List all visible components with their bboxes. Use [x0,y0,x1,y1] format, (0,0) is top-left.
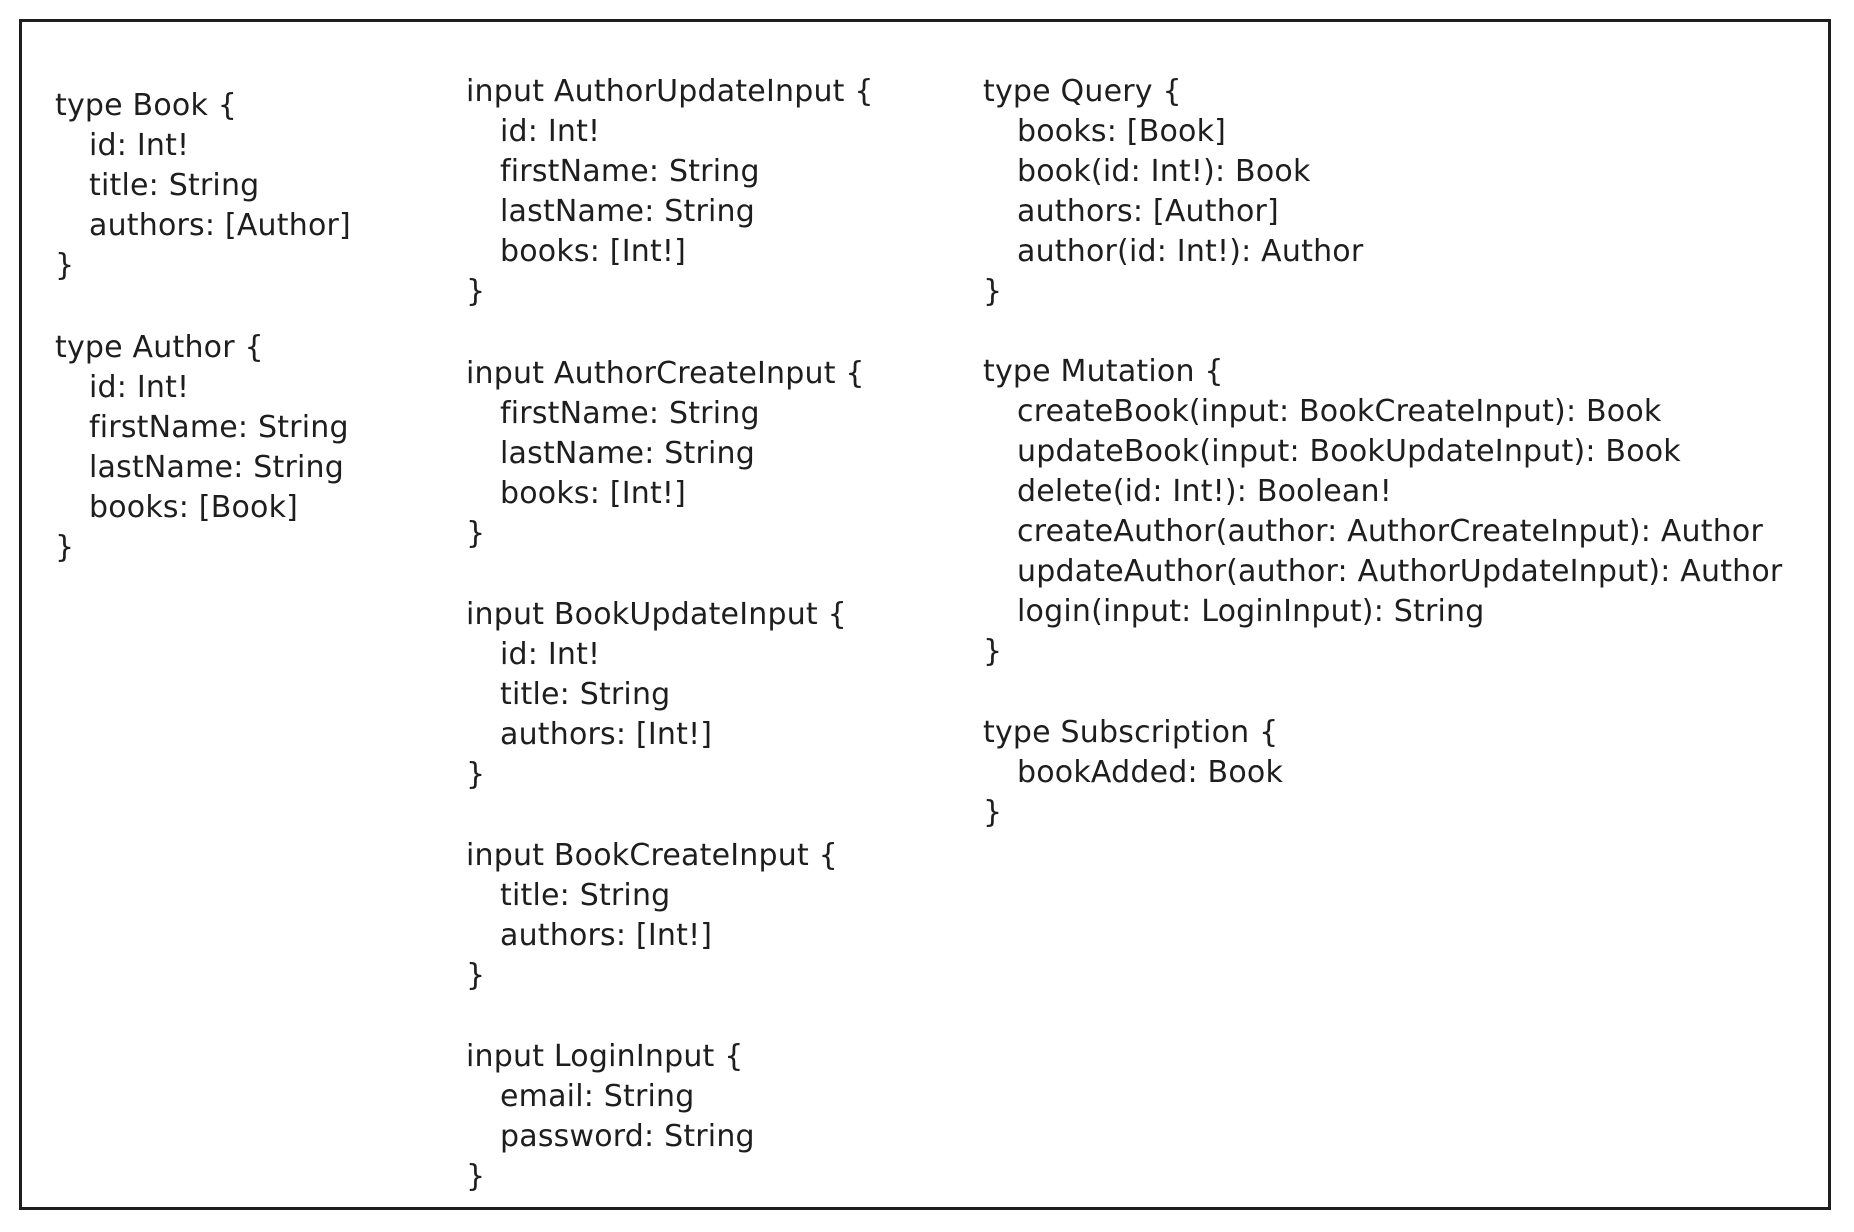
block-field: updateAuthor(author: AuthorUpdateInput):… [1017,554,1783,589]
block-field: title: String [500,677,671,712]
schema-block-query: type Query { books: [Book] book(id: Int!):… [983,72,1363,312]
block-close-brace: } [55,248,75,283]
block-header: type Subscription { [983,715,1279,750]
block-header: type Query { [983,74,1182,109]
diagram-frame [19,19,1831,1210]
block-field: authors: [Author] [1017,194,1279,229]
schema-block-author: type Author { id: Int! firstName: String la… [55,328,349,568]
block-field: email: String [500,1079,695,1114]
block-field: firstName: String [500,396,760,431]
block-header: input LoginInput { [466,1039,744,1074]
schema-block-book-update-input: input BookUpdateInput { id: Int! title: St… [466,595,847,795]
block-close-brace: } [466,516,486,551]
block-field: id: Int! [89,370,190,405]
block-field: lastName: String [500,194,755,229]
schema-block-author-create-input: input AuthorCreateInput { firstName: Stri… [466,354,865,554]
block-field: books: [Int!] [500,234,687,269]
block-header: input AuthorUpdateInput { [466,74,874,109]
block-field: createBook(input: BookCreateInput): Book [1017,394,1662,429]
block-header: input AuthorCreateInput { [466,356,865,391]
schema-block-book: type Book { id: Int! title: String authors:… [55,86,351,286]
block-close-brace: } [983,795,1003,830]
block-field: createAuthor(author: AuthorCreateInput):… [1017,514,1764,549]
block-field: book(id: Int!): Book [1017,154,1311,189]
block-field: title: String [89,168,260,203]
block-close-brace: } [466,958,486,993]
block-field: id: Int! [500,114,601,149]
block-field: author(id: Int!): Author [1017,234,1364,269]
block-field: id: Int! [89,128,190,163]
block-field: lastName: String [89,450,344,485]
schema-block-author-update-input: input AuthorUpdateInput { id: Int! firstNa… [466,72,874,312]
block-field: bookAdded: Book [1017,755,1284,790]
block-close-brace: } [983,274,1003,309]
block-field: authors: [Author] [89,208,351,243]
schema-block-book-create-input: input BookCreateInput { title: String auth… [466,836,838,996]
block-header: input BookCreateInput { [466,838,838,873]
block-field: lastName: String [500,436,755,471]
block-field: authors: [Int!] [500,918,713,953]
block-header: input BookUpdateInput { [466,597,847,632]
block-close-brace: } [466,757,486,792]
block-close-brace: } [55,530,75,565]
block-field: firstName: String [500,154,760,189]
block-header: type Mutation { [983,354,1224,389]
block-field: books: [Book] [89,490,299,525]
block-field: delete(id: Int!): Boolean! [1017,474,1392,509]
block-field: title: String [500,878,671,913]
block-close-brace: } [466,274,486,309]
block-field: firstName: String [89,410,349,445]
block-field: password: String [500,1119,755,1154]
block-field: login(input: LoginInput): String [1017,594,1485,629]
block-field: id: Int! [500,637,601,672]
block-field: authors: [Int!] [500,717,713,752]
block-field: books: [Int!] [500,476,687,511]
block-header: type Book { [55,88,238,123]
schema-block-mutation: type Mutation { createBook(input: BookCre… [983,352,1782,672]
block-close-brace: } [983,634,1003,669]
block-field: books: [Book] [1017,114,1227,149]
schema-block-subscription: type Subscription { bookAdded: Book} [983,713,1283,833]
block-header: type Author { [55,330,264,365]
block-close-brace: } [466,1159,486,1194]
block-field: updateBook(input: BookUpdateInput): Book [1017,434,1681,469]
schema-block-login-input: input LoginInput { email: String password:… [466,1037,755,1197]
